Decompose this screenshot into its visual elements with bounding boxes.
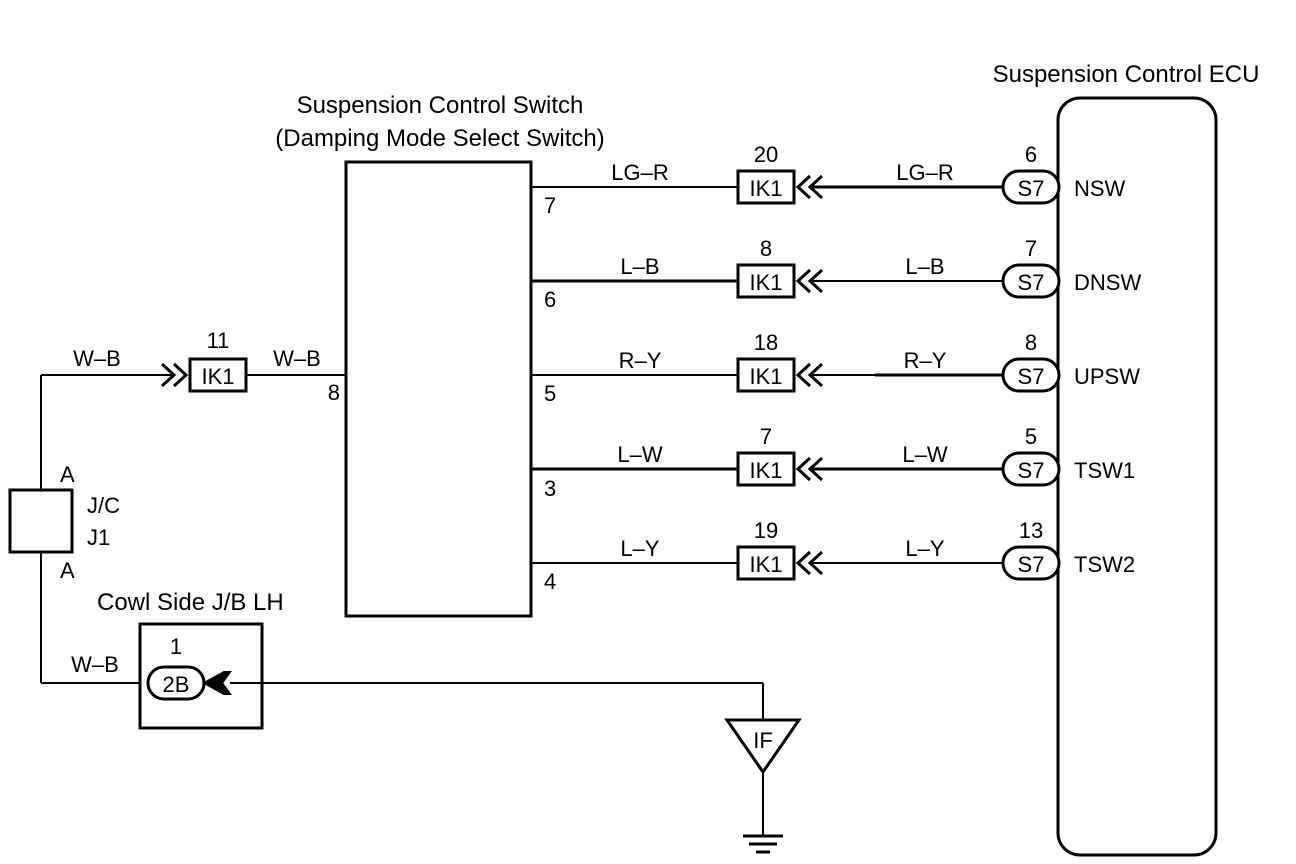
ik1-connector [736, 545, 796, 581]
ik1-connector [736, 263, 796, 299]
wire-color-label: L–W [617, 442, 662, 467]
signal-wire-row: LG–R 20 IK1 LG–R 6 S7 NSW [531, 142, 1126, 205]
female-terminal-arrow [201, 671, 232, 695]
ik1-pin-number: 19 [754, 518, 778, 543]
ecu-title: Suspension Control ECU [993, 61, 1260, 88]
switch-pin-label: 7 [544, 193, 556, 218]
ground-circuit: W–B 11 IK1 W–B W–B [40, 328, 346, 684]
ik1-connector [188, 357, 248, 393]
wire-color-label: L–B [905, 254, 944, 279]
ik1-pin-number: 7 [760, 424, 772, 449]
ground-point: IF [724, 718, 802, 854]
switch-pin-label: 3 [544, 476, 556, 501]
junction-connector-j1: A A J/C J1 [8, 462, 120, 583]
s7-connector [1001, 451, 1061, 487]
cowl-side-junction-block: Cowl Side J/B LH 1 2B [97, 589, 284, 730]
ecu-pin-name: DNSW [1074, 270, 1141, 295]
switch-title-line1: Suspension Control Switch [297, 92, 584, 119]
s7-connector-label: S7 [1018, 176, 1045, 201]
ecu-pin-number: 8 [1025, 330, 1037, 355]
switch-title-line2: (Damping Mode Select Switch) [275, 125, 604, 152]
signal-wire-row: L–Y 19 IK1 L–Y 13 S7 TSW2 [531, 518, 1135, 581]
s7-connector [1001, 263, 1061, 299]
ik1-connector-label: IK1 [749, 176, 782, 201]
ik1-connector-label: IK1 [201, 364, 234, 389]
ecu-pin-number: 6 [1025, 142, 1037, 167]
s7-connector [1001, 169, 1061, 205]
wire-color-label: R–Y [904, 348, 947, 373]
wire-color-label: W–B [71, 652, 119, 677]
wire-color-label: LG–R [896, 160, 953, 185]
cowl-pin-number: 1 [170, 634, 182, 659]
ecu-pin-name: NSW [1074, 176, 1126, 201]
junction-name-line1: J/C [87, 493, 120, 518]
ground-triangle [724, 718, 802, 775]
ecu-pin-name: TSW2 [1074, 552, 1135, 577]
ik1-connector-label: IK1 [749, 552, 782, 577]
ik1-connector [736, 357, 796, 393]
ik1-pin-number: 11 [207, 328, 230, 353]
ecu-pin-name: TSW1 [1074, 458, 1135, 483]
ik1-connector-label: IK1 [749, 458, 782, 483]
cowl-connector-label: 2B [163, 672, 190, 697]
s7-connector [1001, 357, 1061, 393]
wire-color-label: W–B [73, 346, 121, 371]
switch-pin-label: 5 [544, 381, 556, 406]
ecu-pin-number: 7 [1025, 236, 1037, 261]
s7-connector [1001, 545, 1061, 581]
junction-name-line2: J1 [87, 525, 110, 550]
s7-connector-label: S7 [1018, 364, 1045, 389]
switch-ground-pin-label: 8 [328, 380, 340, 405]
cowl-title: Cowl Side J/B LH [97, 589, 284, 616]
connector-arrow [160, 362, 189, 388]
ground-point-label: IF [753, 728, 773, 753]
ik1-pin-number: 18 [754, 330, 778, 355]
signal-wire-row: L–B 8 IK1 L–B 7 S7 DNSW [531, 236, 1141, 299]
junction-label-top: A [60, 462, 75, 487]
wire-color-label: L–W [902, 442, 947, 467]
wire-color-label: LG–R [611, 160, 668, 185]
ik1-connector-label: IK1 [749, 364, 782, 389]
ik1-connector [736, 169, 796, 205]
ecu-pin-number: 5 [1025, 424, 1037, 449]
switch-pin-label: 6 [544, 287, 556, 312]
switch-pin-label: 4 [544, 569, 556, 594]
s7-connector-label: S7 [1018, 458, 1045, 483]
ecu-pin-name: UPSW [1074, 364, 1140, 389]
signal-wire-row: L–W 7 IK1 L–W 5 S7 TSW1 [531, 424, 1135, 487]
ik1-connector-label: IK1 [749, 270, 782, 295]
wire-color-label: W–B [273, 346, 321, 371]
wire-color-label: L–B [620, 254, 659, 279]
ecu-pin-number: 13 [1019, 518, 1043, 543]
wire-color-label: R–Y [619, 348, 662, 373]
s7-connector-label: S7 [1018, 552, 1045, 577]
ik1-pin-number: 8 [760, 236, 772, 261]
ik1-connector [736, 451, 796, 487]
ik1-pin-number: 20 [754, 142, 778, 167]
signal-wire-row: R–Y 18 IK1 R–Y 8 S7 UPSW [531, 330, 1140, 393]
junction-label-bottom: A [60, 558, 75, 583]
junction-box [8, 488, 74, 554]
s7-connector-label: S7 [1018, 270, 1045, 295]
wire-color-label: L–Y [620, 536, 659, 561]
wire-color-label: L–Y [905, 536, 944, 561]
suspension-control-switch [344, 160, 533, 618]
